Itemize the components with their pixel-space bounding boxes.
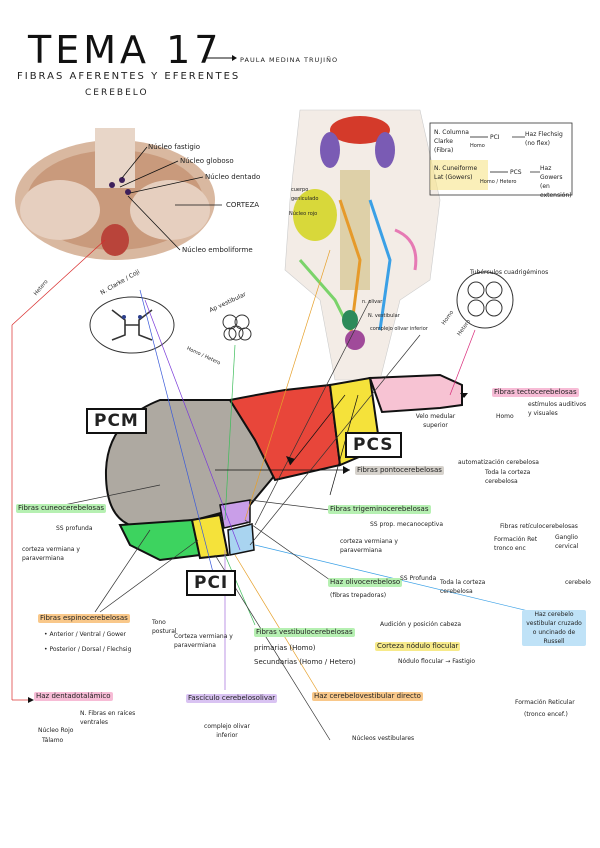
label-n-vestibular-bs: N. vestibular xyxy=(368,313,400,319)
label-cuerpo-geniculado: cuerpo geniculado xyxy=(291,187,319,202)
label-cuneo-ss: SS profunda xyxy=(56,525,93,532)
brainstem-image xyxy=(284,109,441,381)
label-esp-corteza: Corteza vermiana y paravermiana xyxy=(174,633,233,649)
label-tuberculos: Tubérculos cuadrigéminos xyxy=(470,269,549,276)
cerebellum-pointers xyxy=(119,146,222,251)
pcs-label: PCS xyxy=(345,432,402,458)
label-vest-nodulo: Nódulo flocular → Fastigio xyxy=(398,658,476,665)
author-name: PAULA MEDINA TRUJIÑO xyxy=(240,56,339,64)
tuberculos-diagram xyxy=(456,271,514,329)
label-vest-secundarias: Secundarias (Homo / Hetero) xyxy=(254,658,356,666)
label-formacion-reticular: Formación Reticular xyxy=(515,699,575,706)
author-arrowhead xyxy=(232,55,237,61)
label-fibras-cuneocerebelosas: Fibras cuneocerebelosas xyxy=(16,504,107,513)
label-esp-anterior: • Anterior / Ventral / Gower xyxy=(44,631,127,638)
label-haz-dentadotalamico: Haz dentadotalámico xyxy=(34,692,113,701)
label-trig-corteza: corteza vermiana y paravermiana xyxy=(340,538,398,554)
label-n-olivar: n. olivar xyxy=(362,299,383,305)
page-subtitle: FIBRAS AFERENTES Y EFERENTES xyxy=(17,71,241,82)
label-fibras-pontocerebelosas: Fibras pontocerebelosas xyxy=(355,466,444,475)
label-nucleo-globoso: Núcleo globoso xyxy=(180,157,234,165)
legend-row2-side: Homo / Hetero xyxy=(480,179,517,185)
legend-row2-tract: Haz Gowers (en extensión) xyxy=(540,165,572,199)
label-tecto-desc: estímulos auditivos y visuales xyxy=(528,401,587,417)
label-nucleo-fastigio: Núcleo fastigio xyxy=(148,143,201,151)
legend-row1-tract: Haz Flechsig (no flex) xyxy=(525,131,563,147)
label-tecto-desc2: Homo xyxy=(496,413,514,420)
legend-arrows xyxy=(470,136,540,173)
label-nucleo-emboliforme: Núcleo emboliforme xyxy=(182,246,253,254)
page-title: TEMA 17 xyxy=(28,28,223,72)
label-formacion-ret: Formación Ret tronco enc xyxy=(494,536,538,552)
pci-label: PCI xyxy=(186,570,237,596)
label-automaticas: automatización cerebelosa xyxy=(458,459,539,466)
spinal-cord-diagram xyxy=(89,296,175,354)
pcm-label: PCM xyxy=(86,408,147,434)
label-fibras-trigemino: Fibras trigeminocerebelosas xyxy=(328,505,431,514)
label-talamo: Tálamo xyxy=(42,737,64,744)
legend-row1-peduncle: PCI xyxy=(490,134,500,141)
label-fibras-espinocerebelosas: Fibras espinocerebelosas xyxy=(38,614,130,623)
legend-row2-origin: N. Cuneiforme Lat (Gowers) xyxy=(434,165,478,181)
label-cerebelo: cerebelo xyxy=(565,579,591,586)
vestibular-diagram xyxy=(222,314,252,341)
label-olivo-ss: SS Profunda xyxy=(400,575,437,582)
label-toda-corteza: Toda la corteza cerebelosa xyxy=(485,469,531,485)
label-esp-posterior: • Posterior / Dorsal / Flechsig xyxy=(44,646,132,653)
label-trig-ss: SS prop. mecanoceptiva xyxy=(370,521,443,528)
label-haz-olivocerebeloso: Haz olivocerebeloso xyxy=(328,578,403,587)
label-nucleo-rojo-bs: Núcleo rojo xyxy=(289,211,318,217)
label-esp-tono: Tono postural xyxy=(152,619,177,635)
label-dentado-sub: N. Fibras en raíces ventrales xyxy=(80,710,136,726)
label-tronco-encef: (tronco encef.) xyxy=(524,711,568,718)
label-ganglio: Ganglio cervical xyxy=(555,534,579,550)
label-complejo-olivar-bs: complejo olivar inferior xyxy=(370,326,428,332)
page-subtitle-2: CEREBELO xyxy=(85,88,149,98)
label-haz-cerebelovestibular: Haz cerebelovestibular directo xyxy=(312,692,423,701)
label-fibras-reticulo: Fibras retículocerebelosas xyxy=(500,523,578,530)
label-nucleos-vestibulares: Núcleos vestibulares xyxy=(352,735,415,742)
cerebellum-section-image xyxy=(15,128,215,260)
label-vest-flocular: Corteza nódulo flocular xyxy=(375,642,461,651)
label-vest-primarias: primarias (Homo) xyxy=(254,644,316,652)
label-cuneo-corteza: corteza vermiana y paravermiana xyxy=(22,546,80,562)
arrowheads xyxy=(28,393,468,703)
label-corteza: CORTEZA xyxy=(226,201,260,209)
label-fibras-vestibulo: Fibras vestibulocerebelosas xyxy=(254,628,355,637)
legend-row2-peduncle: PCS xyxy=(510,169,522,176)
label-olivo-fibras: (fibras trepadoras) xyxy=(330,592,387,599)
label-fasciculo-cerebelosolivar: Fascículo cerebelosolivar xyxy=(186,694,278,703)
label-vest-postura: Audición y posición cabeza xyxy=(380,621,462,628)
legend-box xyxy=(429,122,573,196)
label-olivo-todo: Toda la corteza cerebelosa xyxy=(440,579,486,595)
legend-highlight xyxy=(430,160,488,190)
label-velo-medular: Velo medular superior xyxy=(415,413,456,429)
label-haz-uncinado: Haz cerebelo vestibular cruzado o uncina… xyxy=(522,610,586,646)
legend-row1-side: Homo xyxy=(470,143,485,149)
label-nucleo-dentado: Núcleo dentado xyxy=(205,173,261,181)
label-fasciculo-sub: complejo olivar inferior xyxy=(204,723,250,739)
label-fibras-tectocerebelosas: Fibras tectocerebelosas xyxy=(492,388,579,397)
legend-row1-origin: N. Columna Clarke (Fibra) xyxy=(434,129,469,154)
label-nucleo-rojo: Núcleo Rojo xyxy=(38,727,74,734)
